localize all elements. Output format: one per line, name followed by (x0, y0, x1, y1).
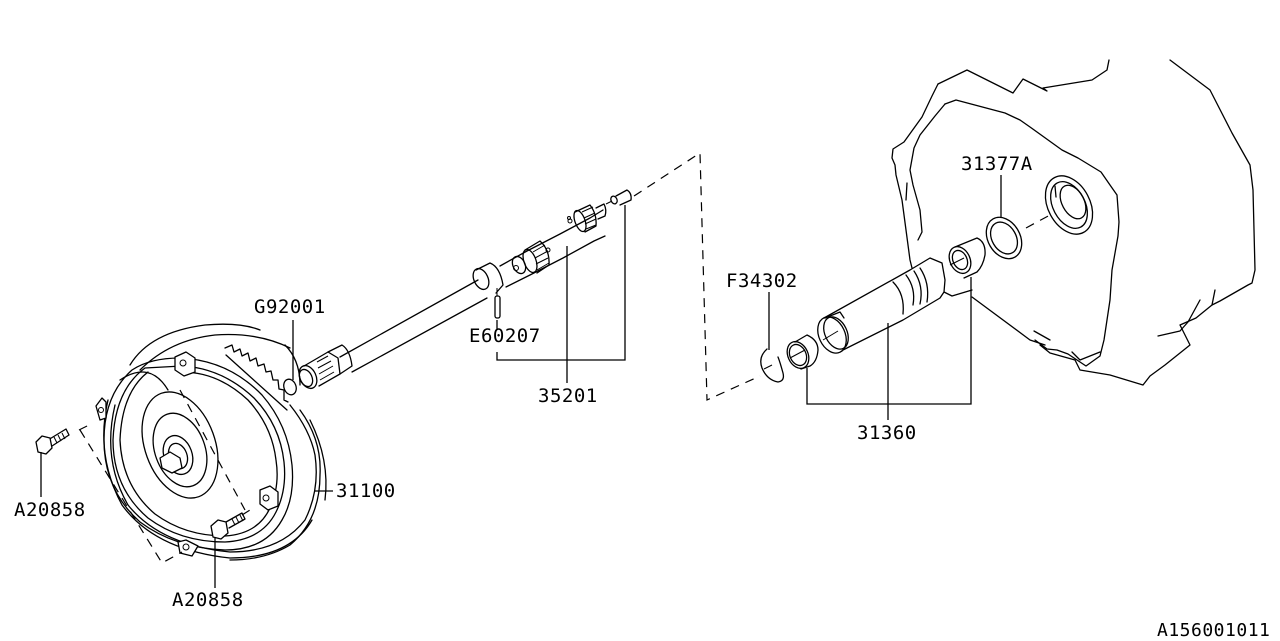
o-ring-g92001 (283, 378, 297, 396)
label-g92001: G92001 (254, 296, 326, 318)
oil-pump-shaft-31360 (786, 237, 986, 370)
label-31360: 31360 (857, 422, 917, 444)
bolt-a20858-upper (35, 428, 70, 455)
leader-e60207-bracket (496, 205, 626, 361)
label-31377a: 31377A (961, 153, 1033, 175)
label-a20858-upper: A20858 (14, 499, 86, 521)
bolt-guide-dashline-frame (79, 429, 183, 564)
leader-31360-bracket (806, 277, 972, 405)
label-31100: 31100 (336, 480, 396, 502)
torque-converter-31100 (95, 323, 327, 561)
label-35201: 35201 (538, 385, 598, 407)
oil-seal-31377a (985, 216, 1023, 260)
bolt-a20858-lower (210, 512, 246, 540)
assembly-dashline (633, 151, 761, 401)
bolt-guide-dashline-upper (78, 422, 94, 431)
seal-axis-dashline (1025, 214, 1051, 229)
pin-e60207 (494, 288, 501, 319)
label-f34302: F34302 (726, 270, 798, 292)
bolt-guide-dashline-lower (241, 509, 251, 516)
transmission-housing (891, 59, 1256, 386)
figure-code: A156001011 (1157, 620, 1271, 641)
label-a20858-lower: A20858 (172, 589, 244, 611)
input-shaft-35201 (298, 189, 632, 390)
label-e60207: E60207 (469, 325, 541, 347)
snap-ring-f34302 (760, 348, 785, 383)
